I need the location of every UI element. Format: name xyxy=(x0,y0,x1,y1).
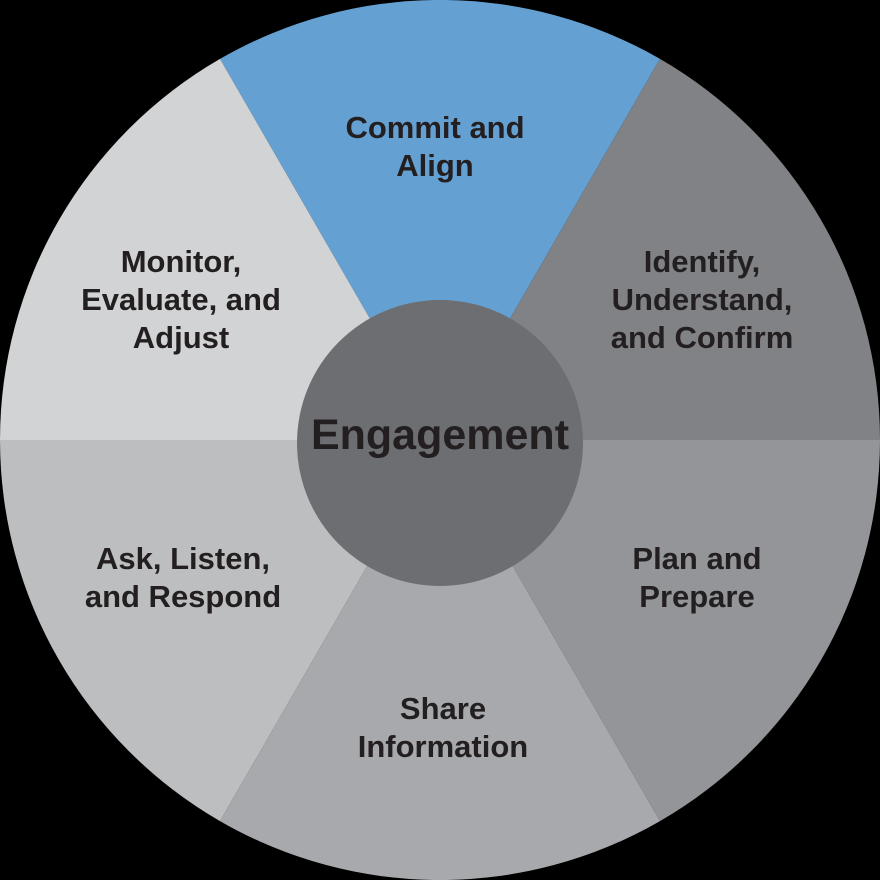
segment-share-information xyxy=(220,440,660,880)
segment-label-line: and Confirm xyxy=(611,320,794,355)
segment-label-line: Share xyxy=(400,691,486,726)
segment-commit-and-align xyxy=(220,0,660,440)
segment-monitor-evaluate-and-adjust xyxy=(0,58,440,440)
segment-label-line: Commit and xyxy=(345,110,524,145)
segment-label-line: Information xyxy=(358,729,529,764)
segment-label-line: Adjust xyxy=(133,320,229,355)
segment-label-line: Evaluate, and xyxy=(81,282,281,317)
segment-label-line: Monitor, xyxy=(121,244,242,279)
segment-plan-and-prepare xyxy=(440,440,880,822)
segment-label-line: Identify, xyxy=(644,244,761,279)
segment-ask-listen-and-respond xyxy=(0,440,440,822)
segment-label-line: Align xyxy=(396,148,474,183)
segment-label-line: Understand, xyxy=(612,282,793,317)
segment-label-line: Ask, Listen, xyxy=(96,541,270,576)
segment-label-line: and Respond xyxy=(85,579,281,614)
segment-label-line: Plan and xyxy=(632,541,761,576)
segment-label-line: Prepare xyxy=(639,579,754,614)
segment-identify-understand-and-confirm xyxy=(440,58,880,441)
center-circle xyxy=(297,300,583,586)
center-label: Engagement xyxy=(311,411,569,459)
